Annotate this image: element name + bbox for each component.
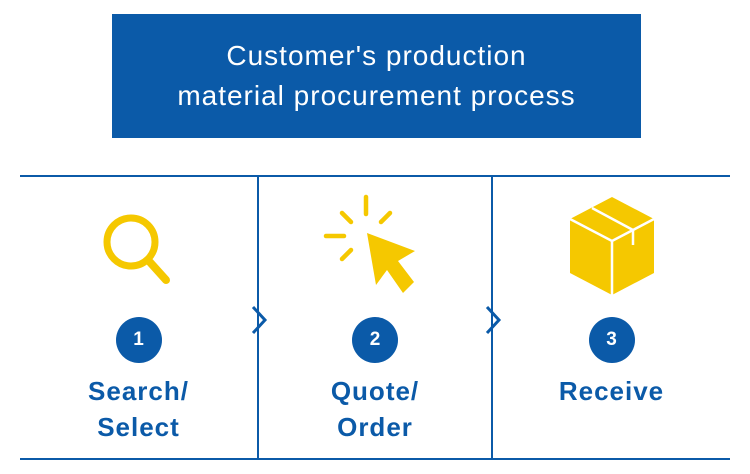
- magnifier-icon: [103, 214, 170, 284]
- step-label-line-2: Select: [97, 412, 180, 442]
- step-receive: 3 Receive: [493, 177, 730, 458]
- step-label-line-2: Order: [337, 412, 413, 442]
- box-icon: [568, 197, 655, 295]
- step-label-line-1: Quote/: [330, 376, 420, 406]
- chevron-right-icon: [251, 305, 268, 335]
- step-number-badge: 2: [352, 317, 398, 363]
- bottom-rule: [20, 458, 730, 460]
- step-label: Search/ Select: [20, 373, 257, 445]
- step-quote-order: 2 Quote/ Order: [259, 177, 491, 458]
- step-number-badge: 1: [115, 317, 162, 363]
- cursor-click-icon: [323, 194, 415, 293]
- step-label-line-1: Receive: [558, 376, 665, 406]
- step-divider-2: [491, 177, 493, 458]
- title-line-2: material procurement process: [177, 80, 576, 111]
- step-label: Quote/ Order: [259, 373, 491, 445]
- title-line-1: Customer's production: [226, 40, 527, 71]
- step-label-line-1: Search/: [88, 376, 189, 406]
- step-label: Receive: [493, 373, 730, 409]
- process-title-banner: Customer's production material procureme…: [112, 14, 641, 138]
- step-number-badge: 3: [588, 317, 635, 363]
- chevron-right-icon: [485, 305, 502, 335]
- step-search-select: 1 Search/ Select: [20, 177, 257, 458]
- top-rule: [20, 175, 730, 177]
- step-divider-1: [257, 177, 259, 458]
